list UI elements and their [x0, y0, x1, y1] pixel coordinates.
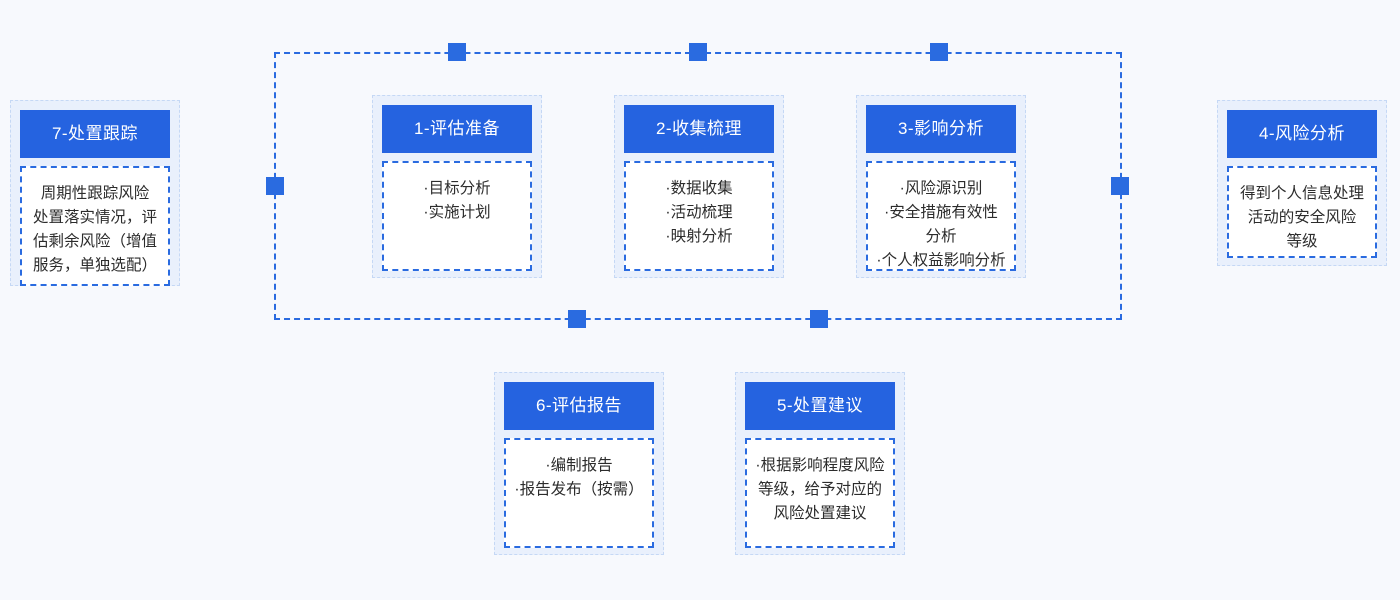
card-line: ·编制报告 — [545, 457, 613, 474]
card-header-step-6[interactable]: 6-评估报告 — [504, 382, 654, 430]
card-body-step-1: ·目标分析 ·实施计划 — [382, 161, 532, 271]
card-header-step-2[interactable]: 2-收集梳理 — [624, 105, 774, 153]
marker-top-1[interactable] — [448, 43, 466, 61]
marker-left-1[interactable] — [266, 177, 284, 195]
card-step-6[interactable]: 6-评估报告 ·编制报告 ·报告发布（按需） — [494, 372, 664, 555]
card-body-step-3: ·风险源识别 ·安全措施有效性分析 ·个人权益影响分析 — [866, 161, 1016, 271]
card-line: ·实施计划 — [423, 204, 491, 222]
card-line: 等级，给予对应的 — [757, 481, 882, 499]
card-step-7[interactable]: 7-处置跟踪周期性跟踪风险处置落实情况，评估剩余风险（增值服务，单独选配） — [10, 100, 180, 286]
card-line: 服务，单独选配） — [32, 257, 157, 275]
card-step-2[interactable]: 2-收集梳理 ·数据收集 ·活动梳理 ·映射分析 — [614, 95, 784, 278]
card-line: ·安全措施有效性 — [884, 204, 998, 222]
card-body-step-4: 得到个人信息处理活动的安全风险等级 — [1227, 166, 1377, 258]
marker-top-3[interactable] — [930, 43, 948, 61]
card-step-4[interactable]: 4-风险分析得到个人信息处理活动的安全风险等级 — [1217, 100, 1387, 266]
card-line: ·风险源识别 — [899, 180, 983, 197]
card-body-step-2: ·数据收集 ·活动梳理 ·映射分析 — [624, 161, 774, 271]
card-line: 周期性跟踪风险 — [40, 185, 150, 202]
card-line: 风险处置建议 — [773, 505, 867, 523]
card-line: 处置落实情况，评 — [32, 209, 157, 227]
card-line: 活动的安全风险 — [1247, 209, 1357, 227]
marker-right-1[interactable] — [1111, 177, 1129, 195]
card-header-step-5[interactable]: 5-处置建议 — [745, 382, 895, 430]
card-line: ·个人权益影响分析 — [876, 252, 1006, 270]
card-line: 得到个人信息处理 — [1239, 185, 1364, 202]
card-line: 等级 — [1286, 233, 1318, 251]
card-body-step-5: ·根据影响程度风险等级，给予对应的风险处置建议 — [745, 438, 895, 548]
card-line: ·映射分析 — [665, 228, 733, 246]
card-line: ·报告发布（按需） — [514, 481, 644, 499]
card-step-3[interactable]: 3-影响分析 ·风险源识别 ·安全措施有效性分析 ·个人权益影响分析 — [856, 95, 1026, 278]
card-body-step-7: 周期性跟踪风险处置落实情况，评估剩余风险（增值服务，单独选配） — [20, 166, 170, 286]
card-step-1[interactable]: 1-评估准备 ·目标分析 ·实施计划 — [372, 95, 542, 278]
card-header-step-4[interactable]: 4-风险分析 — [1227, 110, 1377, 158]
card-line: 分析 — [925, 228, 957, 246]
card-line: ·目标分析 — [423, 180, 491, 197]
card-step-5[interactable]: 5-处置建议 ·根据影响程度风险等级，给予对应的风险处置建议 — [735, 372, 905, 555]
card-body-step-6: ·编制报告 ·报告发布（按需） — [504, 438, 654, 548]
card-header-step-7[interactable]: 7-处置跟踪 — [20, 110, 170, 158]
card-line: 估剩余风险（增值 — [32, 233, 157, 251]
card-line: ·活动梳理 — [665, 204, 733, 222]
card-header-step-3[interactable]: 3-影响分析 — [866, 105, 1016, 153]
marker-bottom-1[interactable] — [568, 310, 586, 328]
card-line: ·数据收集 — [665, 180, 733, 197]
card-line: ·根据影响程度风险 — [755, 457, 885, 474]
marker-bottom-2[interactable] — [810, 310, 828, 328]
marker-top-2[interactable] — [689, 43, 707, 61]
card-header-step-1[interactable]: 1-评估准备 — [382, 105, 532, 153]
